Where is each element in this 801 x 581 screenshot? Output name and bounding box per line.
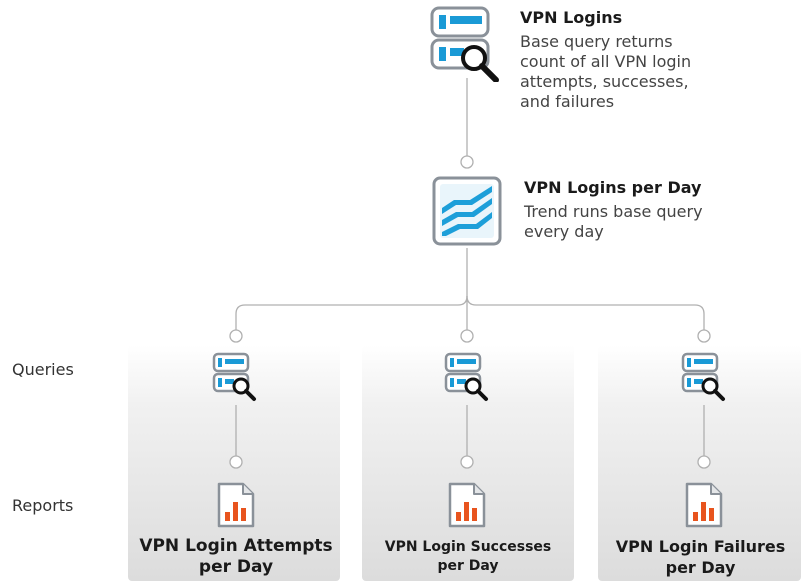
bar-chart-document-icon bbox=[217, 482, 255, 528]
base-query-description-line: Base query returns bbox=[520, 32, 673, 51]
trend-icon bbox=[432, 176, 502, 246]
base-query-title: VPN Logins bbox=[520, 8, 623, 27]
connector-node bbox=[460, 155, 474, 169]
report-title-line: VPN Login Successes bbox=[384, 539, 552, 555]
report-title-attempts: VPN Login Attempts per Day bbox=[124, 536, 348, 578]
report-title-line: per Day bbox=[437, 558, 499, 574]
database-search-icon bbox=[444, 352, 488, 401]
connector-branch-left bbox=[235, 295, 468, 330]
row-label-queries: Queries bbox=[12, 360, 74, 379]
base-query-description-line: attempts, successes, bbox=[520, 72, 689, 91]
connector-node bbox=[229, 329, 243, 343]
connector-node bbox=[229, 455, 243, 469]
connector-node bbox=[460, 329, 474, 343]
base-query-description-line: count of all VPN login bbox=[520, 52, 692, 71]
report-title-line: VPN Login Attempts bbox=[139, 536, 333, 556]
connector-node bbox=[697, 329, 711, 343]
database-search-icon bbox=[212, 352, 256, 401]
trend-title: VPN Logins per Day bbox=[524, 178, 702, 197]
base-query-description: Base query returns count of all VPN logi… bbox=[520, 32, 691, 112]
report-title-line: per Day bbox=[665, 558, 736, 577]
connector-node bbox=[697, 455, 711, 469]
report-title-line: VPN Login Failures bbox=[615, 537, 786, 556]
database-search-icon bbox=[430, 6, 499, 82]
trend-description-line: every day bbox=[524, 222, 604, 241]
row-label-reports: Reports bbox=[12, 496, 74, 515]
trend-description: Trend runs base query every day bbox=[524, 202, 703, 242]
report-title-failures: VPN Login Failures per Day bbox=[600, 536, 801, 578]
report-title-line: per Day bbox=[198, 557, 274, 577]
database-search-icon bbox=[681, 352, 725, 401]
bar-chart-document-icon bbox=[685, 482, 723, 528]
connector-node bbox=[460, 455, 474, 469]
base-query-description-line: and failures bbox=[520, 92, 615, 111]
trend-description-line: Trend runs base query bbox=[524, 202, 703, 221]
bar-chart-document-icon bbox=[448, 482, 486, 528]
report-title-successes: VPN Login Successes per Day bbox=[366, 538, 570, 576]
connector-branch-right bbox=[466, 295, 705, 330]
